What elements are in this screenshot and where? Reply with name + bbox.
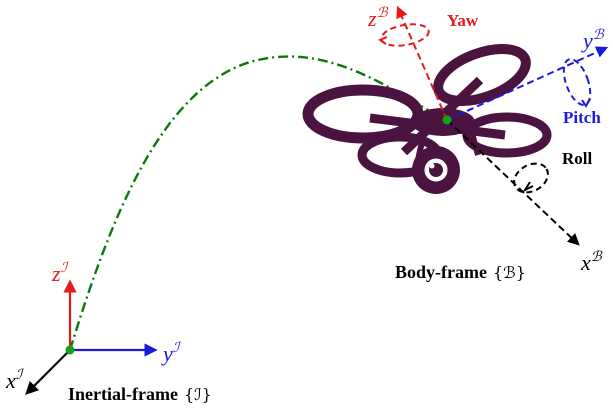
yaw-rotation-arrow — [377, 23, 430, 47]
pitch-rotation-arrow — [562, 58, 592, 108]
body-x-label: xℬ — [580, 250, 603, 275]
body-z-label: zℬ — [367, 6, 389, 31]
body-frame-caption: Body-frame{ℬ} — [395, 262, 526, 282]
inertial-x-label: xℐ — [5, 368, 25, 393]
pitch-label: Pitch — [563, 108, 601, 127]
body-z-axis — [396, 5, 448, 121]
trajectory-curve — [68, 55, 448, 351]
body-y-axis — [446, 46, 609, 121]
inertial-x-axis — [25, 349, 71, 395]
body-y-label: yℬ — [581, 28, 605, 53]
body-origin-dot — [442, 115, 452, 125]
quadrotor-drone — [302, 44, 552, 194]
yaw-label: Yaw — [447, 11, 479, 30]
inertial-frame-caption: Inertial-frame{ℐ} — [68, 384, 212, 404]
inertial-y-label: yℐ — [161, 341, 182, 366]
body-x-axis — [446, 119, 580, 246]
inertial-origin-dot — [65, 345, 75, 355]
roll-label: Roll — [562, 149, 593, 168]
inertial-z-label: zℐ — [51, 261, 70, 286]
roll-rotation-arrow — [513, 162, 549, 194]
